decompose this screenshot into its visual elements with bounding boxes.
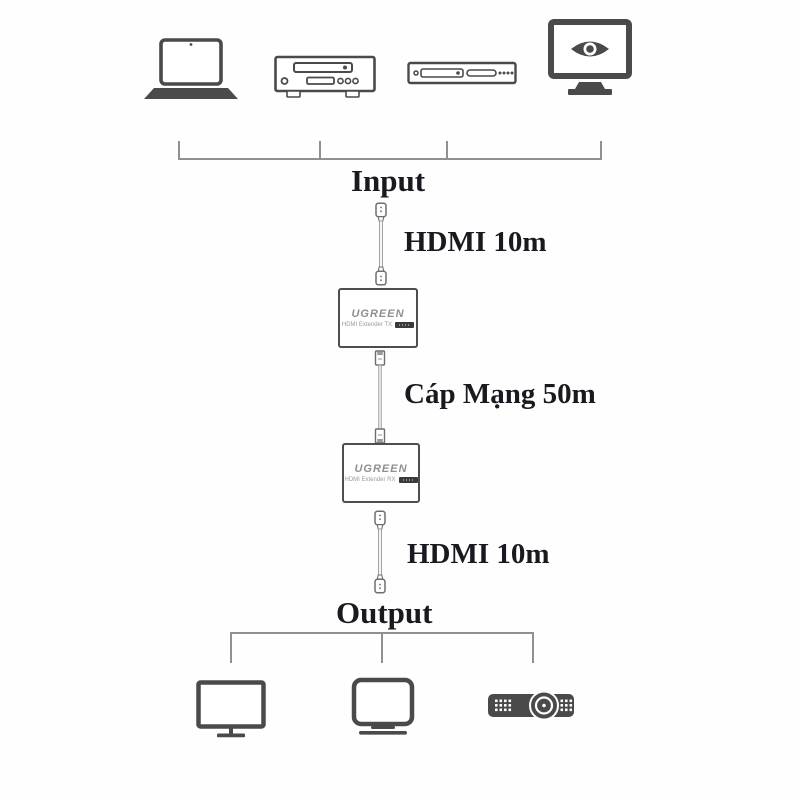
tx-model-text: HDMI Extender TX	[341, 322, 393, 328]
rx-model-text: HDMI Extender RX	[344, 477, 396, 483]
monitor-icon	[351, 677, 415, 735]
media-player-icon	[407, 61, 517, 86]
input-bracket-line	[178, 158, 602, 160]
dark-label-chip	[395, 322, 415, 328]
ethernet-cable-icon	[372, 350, 388, 444]
tv-icon	[196, 680, 266, 738]
output-bracket-tick-3	[532, 634, 534, 663]
input-bracket-tick-4	[600, 141, 602, 158]
tx-model-line: HDMI Extender TX	[341, 322, 415, 328]
network-cable-label: Cáp Mạng 50m	[404, 378, 596, 410]
ugreen-logo-tx: UGREEN	[351, 308, 405, 320]
hdmi-bottom-cable-label: HDMI 10m	[407, 538, 550, 570]
hdmi-top-cable-label: HDMI 10m	[404, 226, 547, 258]
input-bracket-tick-2	[319, 141, 321, 158]
rx-model-line: HDMI Extender RX	[344, 477, 418, 483]
hdmi-extender-rx-box: UGREEN HDMI Extender RX	[342, 443, 420, 503]
output-label: Output	[336, 595, 433, 630]
laptop-icon	[144, 36, 238, 104]
ugreen-logo-rx: UGREEN	[354, 463, 408, 475]
input-label: Input	[350, 163, 426, 198]
output-bracket-tick-1	[230, 634, 232, 663]
hdmi-cable-top-icon	[372, 202, 390, 286]
dvd-player-icon	[274, 54, 376, 100]
input-bracket-tick-3	[446, 141, 448, 158]
output-bracket-tick-2	[381, 634, 383, 663]
display-with-eye-icon	[547, 18, 633, 100]
hdmi-extender-tx-box: UGREEN HDMI Extender TX	[338, 288, 418, 348]
output-bracket-line	[230, 632, 534, 634]
dark-label-chip	[398, 477, 418, 483]
projector-icon	[487, 689, 575, 722]
input-bracket-tick-1	[178, 141, 180, 158]
hdmi-cable-bottom-icon	[371, 510, 389, 594]
